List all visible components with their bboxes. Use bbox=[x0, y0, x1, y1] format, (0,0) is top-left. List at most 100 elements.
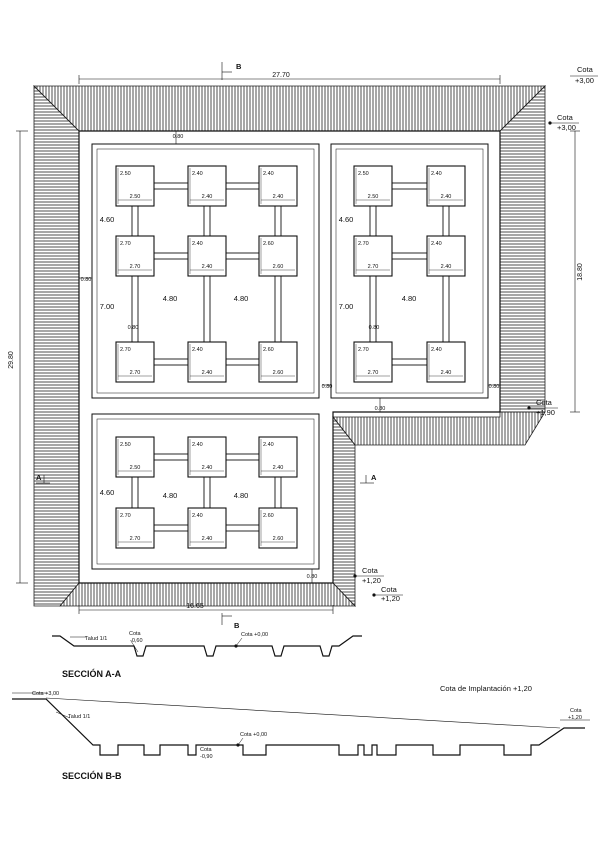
pit-dim-a: 2.40 bbox=[192, 442, 203, 448]
p2-row-gap-2: 7.00 bbox=[339, 302, 354, 311]
svg-text:+1,20: +1,20 bbox=[362, 576, 381, 585]
channel-horizontal bbox=[153, 182, 189, 190]
channel-vertical bbox=[442, 205, 450, 237]
pit bbox=[258, 507, 298, 549]
pit-dim-a: 2.70 bbox=[120, 513, 131, 519]
section-a-left-marker: A bbox=[36, 473, 42, 482]
pit-dim-b: 2.50 bbox=[130, 465, 141, 471]
pit-dim-a: 2.40 bbox=[192, 347, 203, 353]
pit bbox=[115, 507, 155, 549]
slope-top bbox=[33, 85, 546, 132]
pit bbox=[115, 341, 155, 383]
overall-width-label: 27.70 bbox=[272, 72, 290, 79]
channel-vertical bbox=[203, 275, 211, 343]
p3-col-gap-1: 4.80 bbox=[163, 491, 178, 500]
gap-mid-label: 0.80 bbox=[322, 384, 333, 390]
implantation-line bbox=[45, 697, 561, 729]
pit-dim-b: 2.40 bbox=[202, 264, 213, 270]
pit bbox=[115, 235, 155, 277]
section-bb-cota-right-val: +1,20 bbox=[568, 715, 582, 721]
pit bbox=[187, 235, 227, 277]
channel-vertical bbox=[369, 205, 377, 237]
channel-vertical bbox=[369, 275, 377, 343]
channel-vertical bbox=[131, 275, 139, 343]
pit bbox=[426, 235, 466, 277]
pit-dim-b: 2.40 bbox=[202, 370, 213, 376]
section-aa bbox=[52, 635, 362, 657]
pit bbox=[187, 341, 227, 383]
pit bbox=[187, 436, 227, 478]
slope-right-upper bbox=[499, 85, 546, 413]
section-aa-title: SECCIÓN A-A bbox=[62, 668, 122, 679]
pit-dim-b: 2.40 bbox=[273, 465, 284, 471]
pit bbox=[353, 341, 393, 383]
right-height-label: 18.80 bbox=[577, 263, 584, 281]
pit bbox=[258, 235, 298, 277]
channel-vertical bbox=[131, 476, 139, 509]
gap-left-label: 0.80 bbox=[81, 277, 92, 283]
pit bbox=[115, 165, 155, 207]
p2-small-gap: 0.80 bbox=[369, 325, 380, 331]
pit bbox=[187, 507, 227, 549]
cota-mid-right: Cota +1,90 bbox=[527, 398, 558, 417]
svg-text:+1,20: +1,20 bbox=[381, 594, 400, 603]
pond-dimension-labels: 4.60 7.00 4.80 4.80 0.80 4.60 7.00 4.80 … bbox=[100, 215, 417, 500]
channel-horizontal bbox=[391, 252, 428, 260]
pond-1-inner bbox=[96, 148, 315, 394]
pit bbox=[258, 165, 298, 207]
section-aa-cota-low-word: Cota bbox=[129, 631, 142, 637]
section-bb-title: SECCIÓN B-B bbox=[62, 770, 122, 781]
section-aa-cota-low-val: -0,60 bbox=[130, 638, 143, 644]
section-aa-profile bbox=[52, 635, 362, 657]
pit-dim-b: 2.70 bbox=[130, 536, 141, 542]
slope-right-lower bbox=[332, 415, 356, 607]
pond-3-inner bbox=[96, 418, 315, 565]
section-bb-cota-low-val: -0,90 bbox=[200, 754, 213, 760]
gap-bottom-label: 0.80 bbox=[307, 574, 318, 580]
section-bb-cota-left: Cota +3,00 bbox=[32, 691, 59, 697]
pit-dim-a: 2.70 bbox=[120, 241, 131, 247]
pit-dim-a: 2.40 bbox=[431, 171, 442, 177]
p2-col-gap-1: 4.80 bbox=[402, 294, 417, 303]
channel-vertical bbox=[131, 205, 139, 237]
cota-bottom-a: Cota +1,20 bbox=[353, 566, 384, 585]
channel-horizontal bbox=[153, 252, 189, 260]
pit-dim-a: 2.40 bbox=[431, 241, 442, 247]
dimension-labels: 27.70 29.80 18.80 16.65 0.80 0.80 0.80 0… bbox=[8, 62, 598, 630]
section-bb bbox=[12, 692, 590, 756]
svg-text:Cota: Cota bbox=[362, 566, 379, 575]
pit-dim-a: 2.60 bbox=[263, 347, 274, 353]
pit-dim-a: 2.40 bbox=[192, 241, 203, 247]
p1-row-gap-2: 7.00 bbox=[100, 302, 115, 311]
slope-bands bbox=[33, 85, 546, 607]
slope-left bbox=[33, 85, 80, 607]
section-b-bottom-marker: B bbox=[234, 621, 240, 630]
gap-right-pond-label: 0.80 bbox=[375, 406, 386, 412]
cota-top-right: Cota +3,00 bbox=[548, 113, 579, 132]
pit-dim-a: 2.50 bbox=[358, 171, 369, 177]
pit-dim-b: 2.40 bbox=[202, 536, 213, 542]
pit-dim-a: 2.70 bbox=[120, 347, 131, 353]
section-bb-implantacion: Cota de Implantación +1,20 bbox=[440, 684, 532, 693]
pit-dim-b: 2.40 bbox=[441, 370, 452, 376]
pit-dim-a: 2.40 bbox=[192, 171, 203, 177]
bottom-width-label: 16.65 bbox=[186, 603, 204, 610]
pit bbox=[426, 165, 466, 207]
p3-col-gap-2: 4.80 bbox=[234, 491, 249, 500]
svg-text:Cota: Cota bbox=[557, 113, 574, 122]
pond-2-inner bbox=[335, 148, 484, 394]
channel-horizontal bbox=[391, 358, 428, 366]
section-bb-cota-low-word: Cota bbox=[200, 747, 213, 753]
pit-dim-b: 2.50 bbox=[368, 194, 379, 200]
channel-horizontal bbox=[153, 453, 189, 461]
pit-dim-b: 2.60 bbox=[273, 264, 284, 270]
cota-bottom-b: Cota +1,20 bbox=[372, 585, 403, 603]
pit-dim-a: 2.50 bbox=[120, 442, 131, 448]
svg-text:Cota: Cota bbox=[577, 65, 594, 74]
pond-3-outer bbox=[91, 413, 320, 570]
channel-horizontal bbox=[225, 182, 260, 190]
pit bbox=[258, 436, 298, 478]
section-bb-cota-zero: Cota +0,00 bbox=[240, 732, 267, 738]
svg-text:Cota: Cota bbox=[381, 585, 398, 594]
